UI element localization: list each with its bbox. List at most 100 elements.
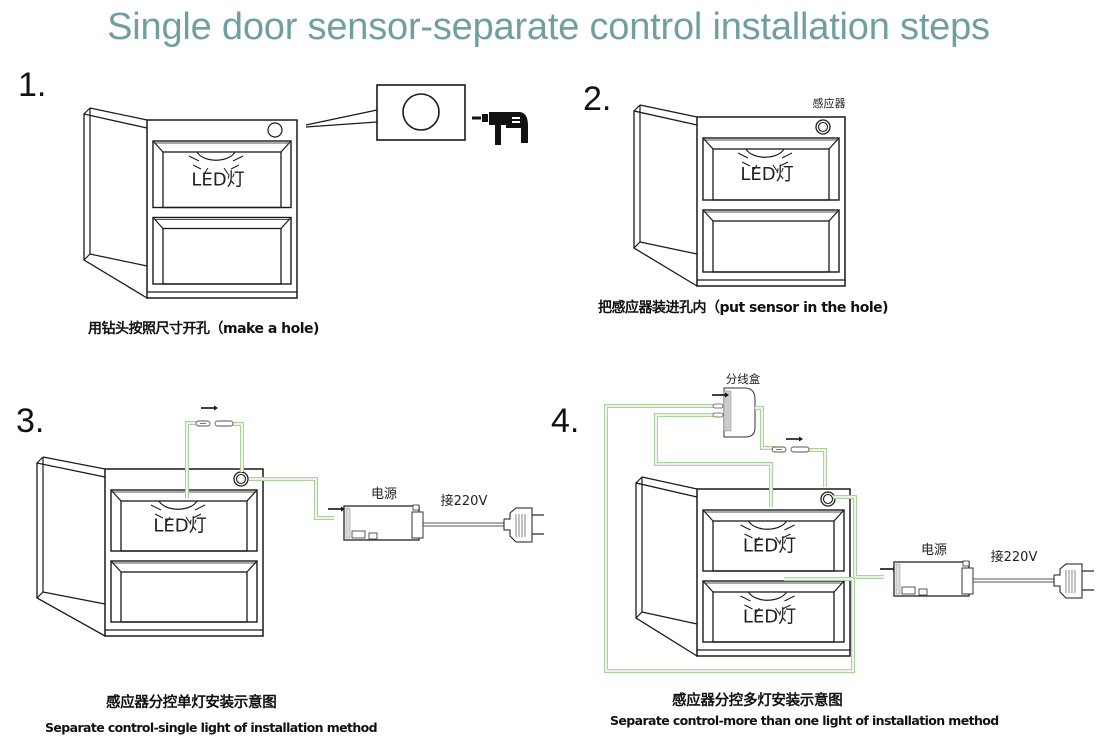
light-ray [165, 516, 171, 524]
light-ray [154, 513, 164, 519]
psu-button [368, 532, 378, 540]
wire-connector-to-sensor [806, 448, 827, 487]
door-outline [635, 482, 698, 657]
cabinet-door [36, 456, 106, 637]
psu-button [918, 588, 928, 596]
arrow-right-icon [712, 392, 729, 398]
drawer-label-led: LED灯 [743, 606, 796, 627]
wire-outer [229, 422, 244, 472]
drawer-panel [712, 220, 830, 273]
drawer-bottom: LED灯 [702, 580, 845, 643]
light-ray [744, 533, 753, 539]
bevel-right [833, 580, 845, 593]
light-ray [755, 536, 760, 544]
bevel-left [702, 509, 714, 522]
step-4-caption-en: Separate control-more than one light of … [610, 713, 999, 728]
wire-outer [249, 477, 334, 520]
door-outline [83, 113, 148, 299]
wire-outer [806, 448, 827, 487]
drawer-label-led: LED灯 [153, 515, 206, 536]
hole-circle [402, 93, 440, 131]
cabinet: LED灯 [36, 456, 264, 637]
light-ray [781, 152, 793, 159]
drawer-top: LED灯 [702, 509, 845, 572]
wire-led-to-connector [185, 421, 199, 498]
arrow-head [341, 506, 345, 512]
drawer-bottom [110, 560, 258, 623]
bevel-right [828, 137, 840, 150]
light-ray [232, 155, 244, 162]
cabinet-body [696, 488, 851, 657]
sensor-inner [817, 121, 829, 133]
step-1-caption: 用钻头按照尺寸开孔（make a hole) [88, 321, 319, 337]
light-ray [779, 161, 789, 167]
light-ray [188, 155, 200, 162]
drawer-top: LED灯 [110, 489, 258, 552]
door-edge [633, 104, 641, 112]
sensor-inner [822, 493, 834, 505]
cabinet-body [696, 116, 846, 287]
junction-plug [712, 403, 724, 409]
door-edge [635, 476, 643, 484]
light-ray [782, 533, 791, 539]
bevel-left [702, 209, 714, 222]
light-ray [784, 595, 795, 602]
voltage-label: 接220V [441, 493, 488, 509]
drawer-panel [712, 148, 830, 201]
step-4: LED灯LED灯分线盒电源接220V [604, 372, 1094, 673]
drawer-frame [110, 560, 258, 623]
step-1-number: 1. [18, 66, 47, 104]
junction-box-body [723, 387, 756, 438]
light-ray [752, 164, 758, 172]
drawer-label-led: LED灯 [743, 535, 796, 556]
door-edge [83, 107, 91, 115]
drawer-panel [120, 500, 248, 552]
drill-vent [512, 117, 520, 119]
door-outline [36, 462, 106, 637]
plug-icon [1053, 563, 1094, 599]
led-light-icon [188, 151, 244, 175]
step-3-caption-en: Separate control-single light of install… [45, 720, 378, 735]
callout-line [305, 121, 378, 128]
arrow-head [725, 392, 729, 398]
psu-terminal-strip [895, 563, 901, 595]
psu-switch [901, 586, 916, 595]
light-ray [782, 604, 791, 610]
wire-junction-to-connector [755, 406, 775, 450]
led-light-icon [740, 520, 795, 544]
bevel-left [702, 137, 714, 150]
drill-handle [495, 125, 501, 145]
light-ray [192, 513, 202, 519]
cabinet: LED灯 [83, 107, 298, 299]
junction-box-label: 分线盒 [726, 372, 761, 386]
bevel-left [702, 580, 714, 593]
light-ray [784, 524, 795, 531]
wire-inner [806, 449, 826, 487]
cabinet-body [104, 468, 264, 637]
light-ray [775, 607, 780, 615]
drill-chuck [482, 114, 488, 122]
wire-sensor-to-psu [833, 495, 884, 579]
wire-junction-to-top-led [654, 413, 773, 507]
led-arc [747, 591, 788, 601]
bevel-right [280, 140, 292, 153]
wire-inner [605, 405, 854, 672]
drawer-label-led: LED灯 [191, 170, 244, 191]
arrow-right-icon [328, 506, 345, 512]
connector-icon [195, 420, 234, 427]
hole-icon [267, 122, 283, 138]
plug-body [503, 507, 533, 543]
led-arc [745, 148, 785, 158]
cabinet: LED灯 LED灯 [635, 476, 851, 657]
wire-junction-to-bottom-led [604, 404, 855, 673]
led-light-icon [740, 591, 795, 615]
arrow-right-icon [786, 436, 803, 442]
door-edge [36, 456, 44, 464]
psu-switch [351, 530, 366, 539]
light-ray [223, 167, 229, 175]
wire-outer [604, 404, 855, 673]
magnified-hole-icon [305, 84, 466, 141]
led-light-icon [150, 500, 206, 524]
led-arc [196, 151, 236, 161]
